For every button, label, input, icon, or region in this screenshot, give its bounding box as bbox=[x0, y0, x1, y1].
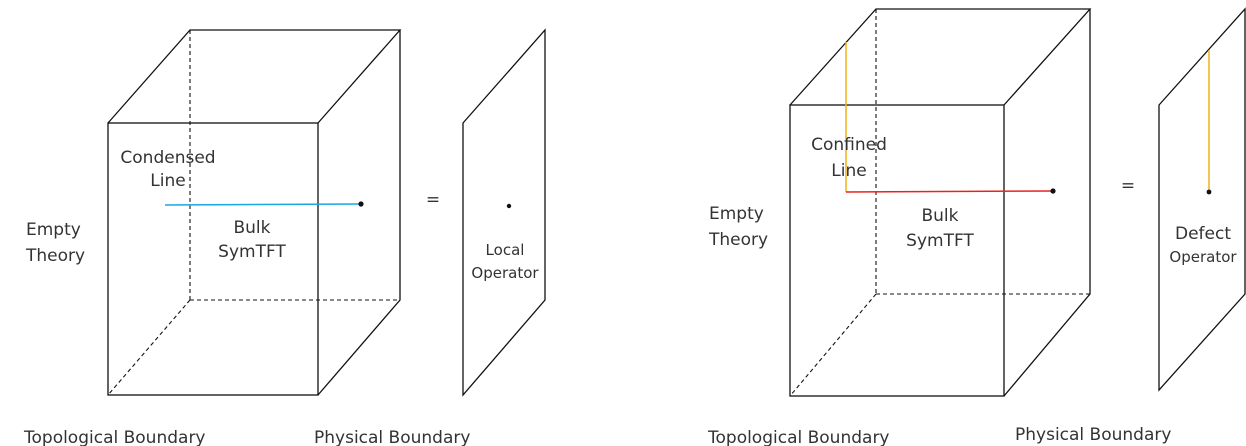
right-cube-front-face bbox=[789, 104, 1005, 397]
defect-operator-label-line2: Operator bbox=[1169, 248, 1237, 266]
left-line-endpoint-dot bbox=[358, 201, 364, 207]
right-confined-line-label-line2: Line bbox=[831, 161, 866, 181]
right-bulk-cube bbox=[789, 8, 1092, 397]
left-equals-sign: = bbox=[426, 190, 440, 210]
left-condensed-line-label-line1: Condensed bbox=[120, 148, 215, 168]
left-topological-boundary-label: Topological Boundary bbox=[23, 428, 206, 446]
left-cube-hidden-diagonal bbox=[107, 299, 191, 396]
right-empty-theory-label-line1: Empty bbox=[709, 204, 764, 224]
right-defect-operator-dot bbox=[1206, 189, 1212, 195]
left-cube-front-face bbox=[107, 122, 319, 396]
right-equals-sign: = bbox=[1121, 176, 1135, 196]
right-bulk-label-line2: SymTFT bbox=[906, 231, 974, 251]
right-confined-line bbox=[845, 190, 1054, 193]
defect-operator-label-line1: Defect bbox=[1175, 224, 1231, 244]
right-cube-top-face bbox=[789, 8, 1092, 106]
right-bulk-label-line1: Bulk bbox=[921, 206, 958, 226]
left-empty-theory-label-line1: Empty bbox=[26, 220, 81, 240]
local-operator-label-line2: Operator bbox=[471, 264, 539, 282]
left-bulk-cube bbox=[107, 29, 402, 396]
right-physical-boundary-label: Physical Boundary bbox=[1015, 425, 1171, 445]
left-cube-right-face bbox=[317, 30, 401, 396]
left-panel: Condensed Line Bulk SymTFT Empty Theory … bbox=[23, 28, 546, 446]
right-line-endpoint-dot bbox=[1050, 188, 1056, 194]
left-local-operator-dot bbox=[506, 203, 512, 209]
right-physical-boundary-plane bbox=[1158, 7, 1246, 392]
right-cube-hidden-diagonal bbox=[789, 293, 877, 397]
right-cube-right-face bbox=[1003, 9, 1091, 397]
right-confined-line-label-line1: Confined bbox=[811, 135, 887, 155]
left-cube-top-face bbox=[107, 29, 402, 124]
right-empty-theory-label-line2: Theory bbox=[708, 230, 768, 250]
left-condensed-line-label-line2: Line bbox=[150, 171, 185, 191]
left-physical-boundary-plane bbox=[462, 28, 546, 397]
left-empty-theory-label-line2: Theory bbox=[25, 246, 85, 266]
left-physical-boundary-label: Physical Boundary bbox=[314, 428, 470, 446]
left-condensed-line bbox=[164, 203, 362, 206]
local-operator-label-line1: Local bbox=[486, 241, 525, 259]
right-panel: Confined Line Bulk SymTFT Empty Theory =… bbox=[707, 7, 1246, 446]
left-bulk-label-line2: SymTFT bbox=[218, 242, 286, 262]
right-topological-boundary-label: Topological Boundary bbox=[707, 428, 890, 446]
left-bulk-label-line1: Bulk bbox=[233, 218, 270, 238]
